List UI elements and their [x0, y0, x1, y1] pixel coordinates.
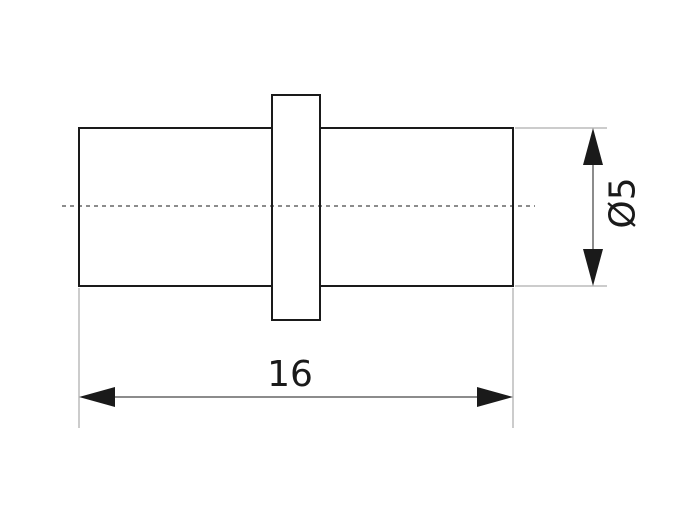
diameter-arrow-top [583, 128, 603, 165]
diameter-dimension: Ø5 [583, 128, 644, 286]
length-dimension-label: 16 [267, 354, 313, 395]
length-arrow-left [79, 387, 115, 407]
diameter-arrow-bottom [583, 249, 603, 286]
length-arrow-right [477, 387, 513, 407]
diameter-dimension-label: Ø5 [603, 177, 644, 228]
pin-part [78, 94, 514, 321]
extension-lines [78, 127, 607, 428]
length-dimension: 16 [79, 354, 513, 407]
pin-collar [271, 94, 321, 321]
